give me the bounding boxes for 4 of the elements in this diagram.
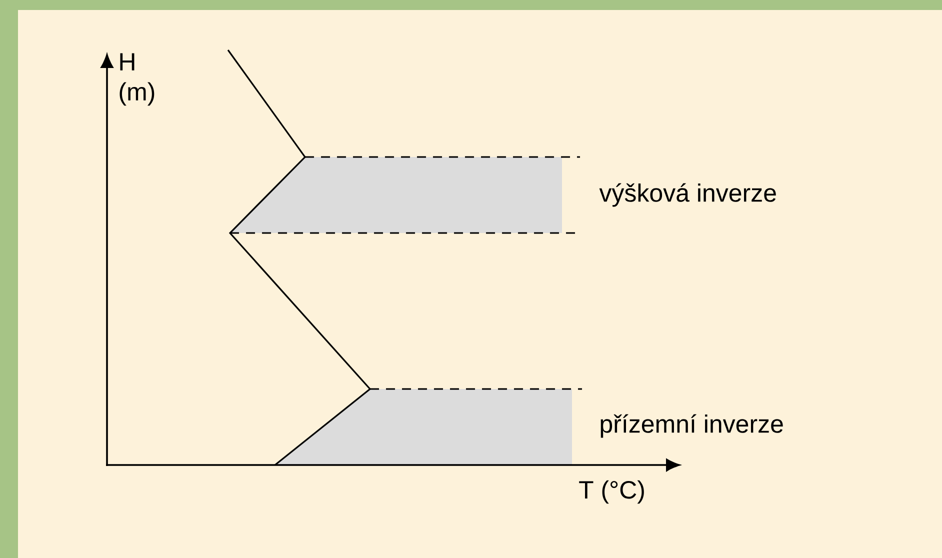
region-label: výšková inverze [599, 183, 776, 207]
axis-label: T (°C) [579, 480, 644, 504]
region-label: přízemní inverze [600, 414, 783, 438]
axis-label: H (m) [120, 53, 154, 106]
